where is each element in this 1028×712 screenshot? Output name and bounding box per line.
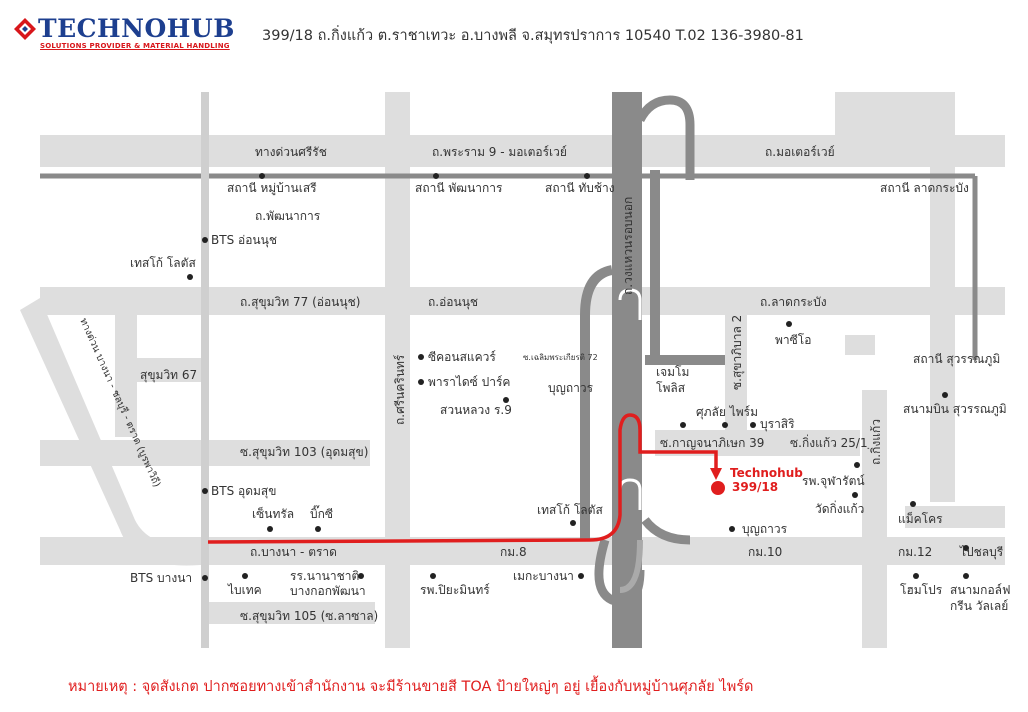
label-sukhumvit105: ซ.สุขุมวิท 105 (ซ.ลาซาล) bbox=[240, 609, 378, 624]
label-golf2: กรีน วัลเลย์ bbox=[950, 599, 1008, 613]
label-phaiso: พาซีโอ bbox=[775, 333, 811, 347]
label-bitec: ไบเทค bbox=[227, 583, 262, 597]
place-labels: สถานี หมู่บ้านเสรี สถานี พัฒนาการ สถานี … bbox=[130, 181, 1011, 613]
label-stn-mubansri: สถานี หมู่บ้านเสรี bbox=[227, 181, 317, 196]
label-suanluang: สวนหลวง ร.9 bbox=[440, 403, 512, 417]
label-phatthanakan: ถ.พัฒนาการ bbox=[255, 209, 321, 223]
label-bts-udomsuk: BTS อุดมสุข bbox=[211, 484, 276, 499]
road-rama9-motorway bbox=[40, 135, 1005, 167]
label-latkrabang: ถ.ลาดกระบัง bbox=[760, 295, 827, 309]
logo-diamond-icon bbox=[14, 18, 36, 40]
route-line bbox=[207, 413, 718, 544]
road-srinakarin bbox=[385, 92, 410, 648]
label-bangna-trat: ถ.บางนา - ตราด bbox=[250, 545, 337, 559]
landmark-note: หมายเหตุ : จุดสังเกต ปากซอยทางเข้าสำนักง… bbox=[68, 679, 754, 695]
label-bts-onnut: BTS อ่อนนุช bbox=[211, 233, 277, 248]
label-rama9-motorway: ถ.พระราม 9 - มอเตอร์เวย์ bbox=[432, 145, 567, 159]
route-arrow-icon bbox=[710, 468, 722, 480]
label-to-chonburi: ไปชลบุรี bbox=[959, 545, 1004, 560]
label-central: เซ็นทรัล bbox=[252, 506, 294, 521]
label-kingkaew-road: ถ.กิ่งแก้ว bbox=[867, 419, 883, 465]
label-sukhumvit103: ซ.สุขุมวิท 103 (อุดมสุข) bbox=[240, 445, 368, 460]
label-sukhapiban2: ซ.สุขาภิบาล 2 bbox=[730, 315, 745, 390]
label-srinakarin: ถ.ศรีนครินทร์ bbox=[393, 354, 407, 425]
label-seacon: ซีคอนสแควร์ bbox=[428, 350, 496, 364]
label-km10: กม.10 bbox=[748, 545, 782, 559]
label-hosp-piyamin: รพ.ปิยะมินทร์ bbox=[420, 583, 490, 597]
label-supalai: ศุภลัย ไพร์ม bbox=[696, 405, 758, 420]
road-sukhumvit77 bbox=[40, 287, 1005, 315]
label-technohub: Technohub bbox=[730, 466, 803, 480]
label-kingkaew25: ซ.กิ่งแก้ว 25/1 bbox=[790, 434, 868, 450]
label-gems-mall2: โพลิส bbox=[656, 381, 686, 395]
label-bts-bangna: BTS บางนา bbox=[130, 571, 192, 585]
label-km8: กม.8 bbox=[500, 545, 527, 559]
technohub-logo: TECHNOHUB SOLUTIONS PROVIDER & MATERIAL … bbox=[14, 14, 234, 54]
label-nanachat: รร.นานาชาติ bbox=[290, 569, 359, 583]
road-kingkaew bbox=[862, 390, 887, 648]
road-onnut-west bbox=[115, 315, 137, 437]
label-chaloem-soi: ซ.เฉลิมพระเกียรติ 72 bbox=[523, 353, 598, 362]
label-suvarnabhumi: สนามบิน สุวรรณภูมิ bbox=[903, 402, 1007, 417]
road-stub-right2 bbox=[905, 506, 1005, 528]
header: TECHNOHUB SOLUTIONS PROVIDER & MATERIAL … bbox=[0, 0, 1028, 70]
label-kanchanaphisek: ซ.กาญจนาภิเษก 39 bbox=[660, 436, 764, 450]
label-onnut: ถ.อ่อนนุช bbox=[428, 295, 478, 310]
label-paradise: พาราไดซ์ ปาร์ค bbox=[428, 375, 510, 389]
label-tesco-lotus1: เทสโก้ โลตัส bbox=[130, 256, 196, 270]
label-golf: สนามกอล์ฟ bbox=[950, 583, 1011, 597]
label-sukhumvit77: ถ.สุขุมวิท 77 (อ่อนนุช) bbox=[240, 295, 360, 310]
label-nanachat2: บางกอกพัฒนา bbox=[290, 584, 366, 598]
label-hosp-chularat: รพ.จุฬารัตน์ bbox=[802, 474, 865, 489]
outer-ring-road bbox=[580, 92, 725, 648]
label-stn-latkrabang: สถานี ลาดกระบัง bbox=[880, 181, 969, 195]
road-latkrabang-east bbox=[930, 92, 955, 502]
company-address: 399/18 ถ.กิ่งแก้ว ต.ราชาเทวะ อ.บางพลี จ.… bbox=[262, 28, 804, 44]
label-stn-thapchang: สถานี ทับช้าง bbox=[545, 181, 615, 195]
road-sukhumvit105 bbox=[205, 602, 375, 624]
label-bigc: บิ๊กซี bbox=[310, 505, 333, 521]
label-wat-kingkaew: วัดกิ่งแก้ว bbox=[815, 500, 864, 516]
road-latkrabang-top bbox=[835, 92, 955, 137]
label-burasiri: บุราสิริ bbox=[760, 417, 795, 432]
label-stn-phatthanakan: สถานี พัฒนาการ bbox=[415, 181, 503, 195]
road-stub-right bbox=[845, 335, 875, 355]
label-bunthawon1: บุญถาวร bbox=[548, 381, 594, 396]
label-mega-bangna: เมกะบางนา bbox=[513, 569, 574, 583]
label-gems-mall: เจมโม bbox=[656, 365, 689, 379]
logo-wordmark: TECHNOHUB bbox=[38, 14, 235, 43]
label-outer-ring: ถ.วงแหวนรอบนอก bbox=[621, 197, 635, 295]
place-dots bbox=[187, 173, 969, 581]
rail-lines bbox=[40, 92, 978, 648]
label-makro: แม็คโคร bbox=[898, 511, 943, 526]
road-sukhapiban2 bbox=[725, 315, 747, 430]
road-expressway-diagonal bbox=[20, 298, 200, 566]
label-homepro: โฮมโปร bbox=[900, 583, 943, 597]
label-stn-suvarnabhumi: สถานี สุวรรณภูมิ bbox=[913, 352, 1000, 367]
label-tesco-lotus2: เทสโก้ โลตัส bbox=[537, 503, 603, 517]
location-map: ทางด่วนศรีรัช ถ.พระราม 9 - มอเตอร์เวย์ ถ… bbox=[20, 92, 1011, 648]
technohub-marker bbox=[711, 481, 725, 495]
label-tollway-srirat: ทางด่วนศรีรัช bbox=[255, 145, 327, 159]
label-km12: กม.12 bbox=[898, 545, 932, 559]
logo-tagline: SOLUTIONS PROVIDER & MATERIAL HANDLING bbox=[40, 42, 230, 50]
label-motorway: ถ.มอเตอร์เวย์ bbox=[765, 145, 835, 159]
label-technohub-no: 399/18 bbox=[732, 480, 778, 494]
label-sukhumvit67: สุขุมวิท 67 bbox=[140, 368, 197, 383]
label-bunthawon2: บุญถาวร bbox=[742, 522, 788, 537]
